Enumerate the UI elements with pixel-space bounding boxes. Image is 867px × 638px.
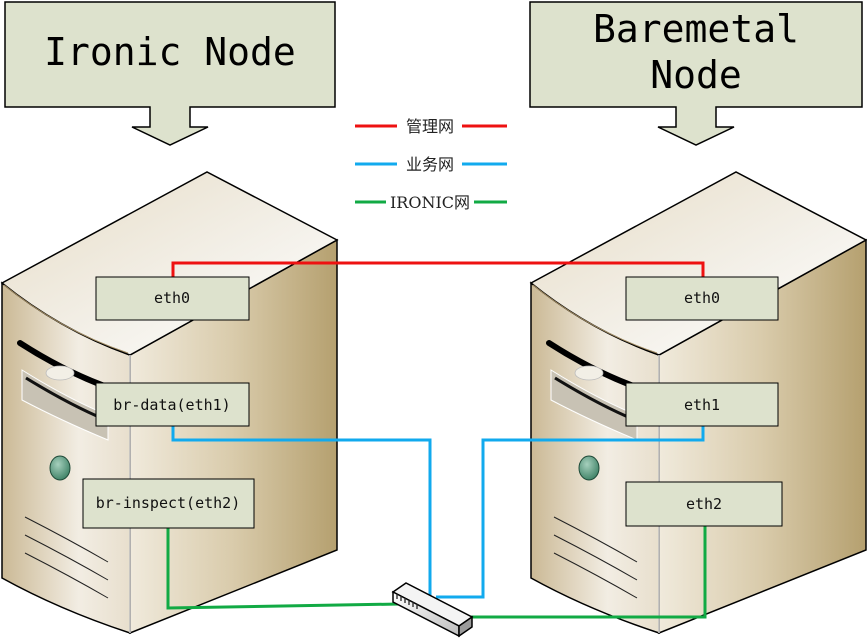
baremetal-node-title-line1: Baremetal bbox=[593, 7, 799, 51]
baremetal-eth1-label: eth1 bbox=[684, 396, 720, 414]
ironic-node-callout: Ironic Node bbox=[4, 1, 336, 146]
baremetal-eth0-label: eth0 bbox=[684, 289, 720, 307]
legend-label-mgmt: 管理网 bbox=[406, 117, 454, 136]
legend-label-ironic: IRONIC网 bbox=[390, 193, 470, 212]
baremetal-node-callout: Baremetal Node bbox=[529, 1, 863, 146]
legend-item-mgmt: 管理网 bbox=[355, 117, 507, 136]
ironic-eth0-interface: eth0 bbox=[95, 276, 250, 321]
legend-label-data: 业务网 bbox=[406, 155, 454, 174]
legend: 管理网 业务网 IRONIC网 bbox=[355, 117, 507, 212]
ironic-node-title: Ironic Node bbox=[44, 30, 296, 74]
legend-item-ironic: IRONIC网 bbox=[355, 193, 507, 212]
ironic-link-baremetal bbox=[465, 525, 707, 619]
ironic-br-inspect-label: br-inspect(eth2) bbox=[96, 494, 241, 512]
baremetal-node-title-line2: Node bbox=[650, 53, 742, 97]
network-switch-icon bbox=[391, 582, 474, 638]
baremetal-eth2-interface: eth2 bbox=[625, 481, 783, 527]
data-link-baremetal bbox=[436, 426, 705, 599]
baremetal-eth2-label: eth2 bbox=[686, 495, 722, 513]
baremetal-eth1-interface: eth1 bbox=[625, 382, 779, 427]
ironic-eth0-label: eth0 bbox=[154, 289, 190, 307]
data-link-ironic bbox=[171, 426, 432, 597]
ironic-br-inspect-interface: br-inspect(eth2) bbox=[82, 478, 255, 529]
legend-item-data: 业务网 bbox=[355, 155, 507, 174]
ironic-br-data-interface: br-data(eth1) bbox=[95, 382, 250, 427]
baremetal-eth0-interface: eth0 bbox=[625, 276, 779, 321]
ironic-br-data-label: br-data(eth1) bbox=[113, 396, 230, 414]
mgmt-link bbox=[171, 261, 705, 278]
ironic-link-ironic bbox=[166, 528, 401, 610]
